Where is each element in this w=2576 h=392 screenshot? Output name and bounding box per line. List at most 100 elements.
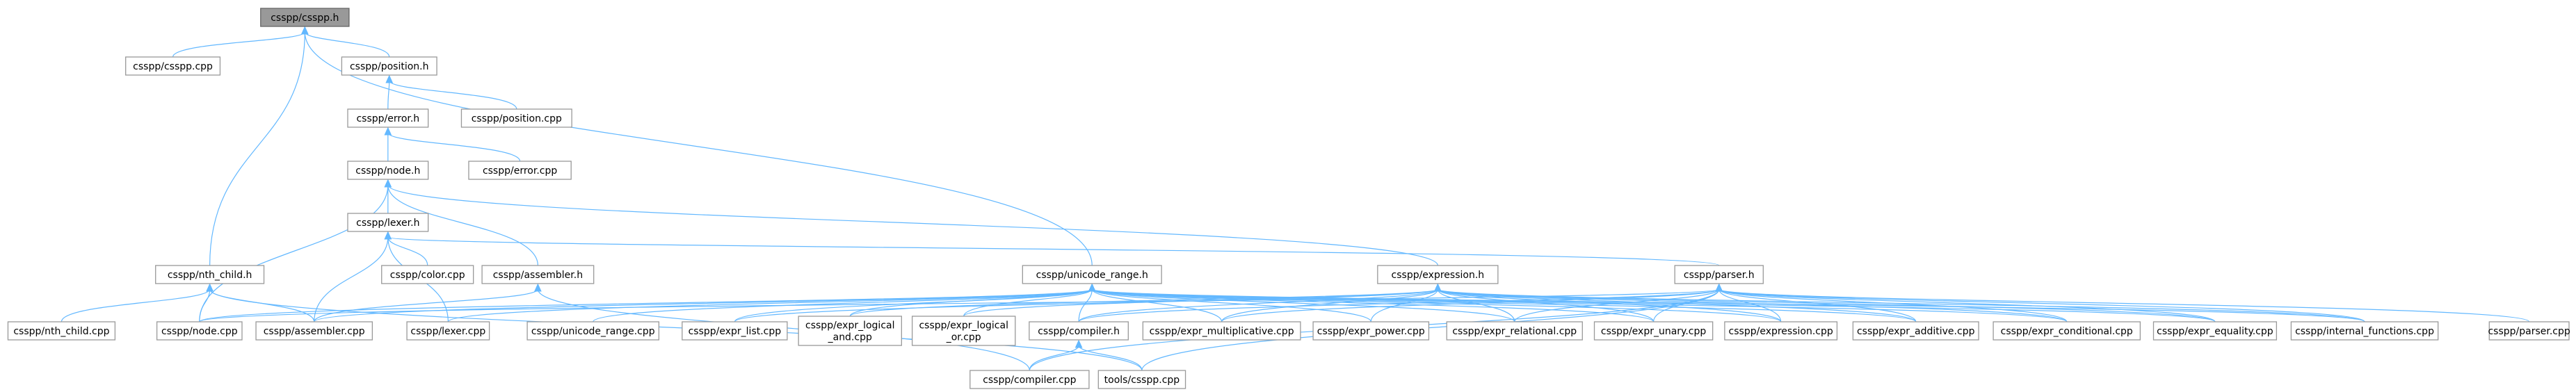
edge-arrowhead	[1074, 339, 1083, 348]
node-box	[1377, 265, 1499, 284]
node-csspp-expression-h[interactable]: csspp/expression.h	[1377, 265, 1499, 284]
edge-n13-to-n15	[314, 288, 1093, 322]
node-label: csspp/expr_power.cpp	[1317, 326, 1425, 337]
node-csspp-expr-logical-and-cpp[interactable]: csspp/expr_logical_and.cpp	[798, 316, 902, 346]
node-box	[481, 265, 595, 284]
node-box	[381, 265, 474, 284]
edge-n28-to-n22	[1437, 288, 1917, 322]
node-csspp-expr-conditional-cpp[interactable]: csspp/expr_conditional.cpp	[1993, 321, 2141, 341]
node-csspp-node-h[interactable]: csspp/node.h	[347, 161, 429, 180]
node-csspp-color-cpp[interactable]: csspp/color.cpp	[381, 265, 474, 284]
edge-n12-to-n6	[199, 184, 389, 322]
edge-n34-to-n26	[1141, 288, 1720, 371]
edge-n21-to-n22	[1221, 288, 1438, 322]
edge-n15-to-n0	[304, 31, 1093, 266]
node-csspp-node-cpp[interactable]: csspp/node.cpp	[156, 321, 243, 341]
node-csspp-expr-logical-or-cpp[interactable]: csspp/expr_logical_or.cpp	[911, 316, 1016, 346]
node-box	[460, 108, 572, 128]
node-csspp-expr-multiplicative-cpp[interactable]: csspp/expr_multiplicative.cpp	[1142, 321, 1301, 341]
edge-n24-to-n26	[1514, 288, 1720, 322]
node-box	[7, 321, 116, 341]
node-csspp-internal-functions-cpp[interactable]: csspp/internal_functions.cpp	[2290, 321, 2439, 341]
node-box	[125, 56, 221, 76]
node-csspp-nth-child-cpp[interactable]: csspp/nth_child.cpp	[7, 321, 116, 341]
edge-n33-to-n20	[1029, 345, 1079, 371]
node-label: tools/csspp.cpp	[1104, 375, 1180, 386]
node-csspp-parser-cpp[interactable]: csspp/parser.cpp	[2488, 321, 2570, 341]
node-label: csspp/expression.cpp	[1729, 326, 1833, 337]
edge-n24-to-n15	[1091, 288, 1515, 322]
edge-arrowhead	[385, 74, 394, 83]
node-csspp-error-cpp[interactable]: csspp/error.cpp	[468, 161, 572, 180]
node-box	[1142, 321, 1301, 341]
edge-n13-to-n9	[314, 288, 539, 322]
node-label: csspp/parser.h	[1684, 270, 1755, 281]
node-label: csspp/expr_multiplicative.cpp	[1150, 326, 1294, 337]
edge-n21-to-n15	[1091, 288, 1223, 322]
node-label: csspp/expression.h	[1392, 270, 1485, 281]
edge-n20-to-n26	[1078, 288, 1720, 322]
edge-n20-to-n22	[1078, 288, 1438, 322]
node-box	[2488, 321, 2570, 341]
edge-n1-to-n0	[172, 31, 305, 58]
node-csspp-expr-list-cpp[interactable]: csspp/expr_list.cpp	[682, 321, 788, 341]
node-csspp-assembler-h[interactable]: csspp/assembler.h	[481, 265, 595, 284]
node-box	[347, 213, 429, 232]
edge-n2-to-n0	[304, 31, 390, 58]
edge-n32-to-n26	[1718, 288, 2530, 322]
node-csspp-position-cpp[interactable]: csspp/position.cpp	[460, 108, 572, 128]
node-csspp-lexer-h[interactable]: csspp/lexer.h	[347, 213, 429, 232]
edge-n31-to-n26	[1718, 288, 2365, 322]
node-csspp-compiler-h[interactable]: csspp/compiler.h	[1029, 321, 1129, 341]
edge-n29-to-n26	[1718, 288, 2068, 322]
edge-n12-to-n10	[199, 288, 211, 322]
node-box	[341, 56, 437, 76]
node-csspp-csspp-h[interactable]: csspp/csspp.h	[260, 8, 350, 27]
node-box	[798, 316, 902, 346]
node-csspp-unicode-range-h[interactable]: csspp/unicode_range.h	[1022, 265, 1162, 284]
node-csspp-expr-power-cpp[interactable]: csspp/expr_power.cpp	[1312, 321, 1430, 341]
node-csspp-nth-child-h[interactable]: csspp/nth_child.h	[155, 265, 265, 284]
node-csspp-error-h[interactable]: csspp/error.h	[347, 108, 429, 128]
edge-n25-to-n15	[1091, 288, 1655, 322]
node-label: csspp/expr_equality.cpp	[2157, 326, 2273, 337]
node-box	[260, 8, 350, 27]
node-label: csspp/expr_logical	[805, 320, 894, 332]
node-label: csspp/error.cpp	[483, 165, 557, 177]
node-label: csspp/unicode_range.cpp	[531, 326, 655, 337]
edge-n5-to-n4	[387, 132, 521, 162]
node-csspp-lexer-cpp[interactable]: csspp/lexer.cpp	[406, 321, 490, 341]
node-label: csspp/compiler.h	[1038, 326, 1120, 337]
node-box	[406, 321, 490, 341]
edge-n23-to-n15	[1091, 288, 1371, 322]
edge-n27-to-n26	[1718, 288, 1782, 322]
node-label: csspp/lexer.cpp	[410, 326, 485, 337]
node-box	[347, 161, 429, 180]
node-csspp-unicode-range-cpp[interactable]: csspp/unicode_range.cpp	[526, 321, 660, 341]
node-box	[526, 321, 660, 341]
node-box	[2290, 321, 2439, 341]
edge-n22-to-n6	[387, 184, 1438, 266]
node-csspp-expr-relational-cpp[interactable]: csspp/expr_relational.cpp	[1446, 321, 1583, 341]
node-csspp-compiler-cpp[interactable]: csspp/compiler.cpp	[969, 370, 1090, 389]
node-label: csspp/internal_functions.cpp	[2295, 326, 2434, 337]
node-label: csspp/nth_child.cpp	[13, 326, 109, 337]
node-box	[1852, 321, 1979, 341]
edge-n28-to-n15	[1091, 288, 1917, 322]
node-csspp-expr-equality-cpp[interactable]: csspp/expr_equality.cpp	[2152, 321, 2278, 341]
edge-n16-to-n15	[593, 288, 1093, 322]
node-tools-csspp-cpp[interactable]: tools/csspp.cpp	[1097, 370, 1186, 389]
node-csspp-parser-h[interactable]: csspp/parser.h	[1674, 265, 1764, 284]
node-csspp-expr-unary-cpp[interactable]: csspp/expr_unary.cpp	[1593, 321, 1714, 341]
node-label: csspp/compiler.cpp	[983, 375, 1076, 386]
node-csspp-expression-cpp[interactable]: csspp/expression.cpp	[1724, 321, 1838, 341]
edge-n3-to-n2	[389, 80, 517, 110]
node-csspp-csspp-cpp[interactable]: csspp/csspp.cpp	[125, 56, 221, 76]
edge-n10-to-n0	[209, 31, 305, 266]
edge-n11-to-n10	[61, 288, 211, 322]
node-csspp-expr-additive-cpp[interactable]: csspp/expr_additive.cpp	[1852, 321, 1979, 341]
node-label: csspp/expr_conditional.cpp	[2001, 326, 2133, 337]
node-csspp-assembler-cpp[interactable]: csspp/assembler.cpp	[255, 321, 373, 341]
node-csspp-position-h[interactable]: csspp/position.h	[341, 56, 437, 76]
node-box	[156, 321, 243, 341]
